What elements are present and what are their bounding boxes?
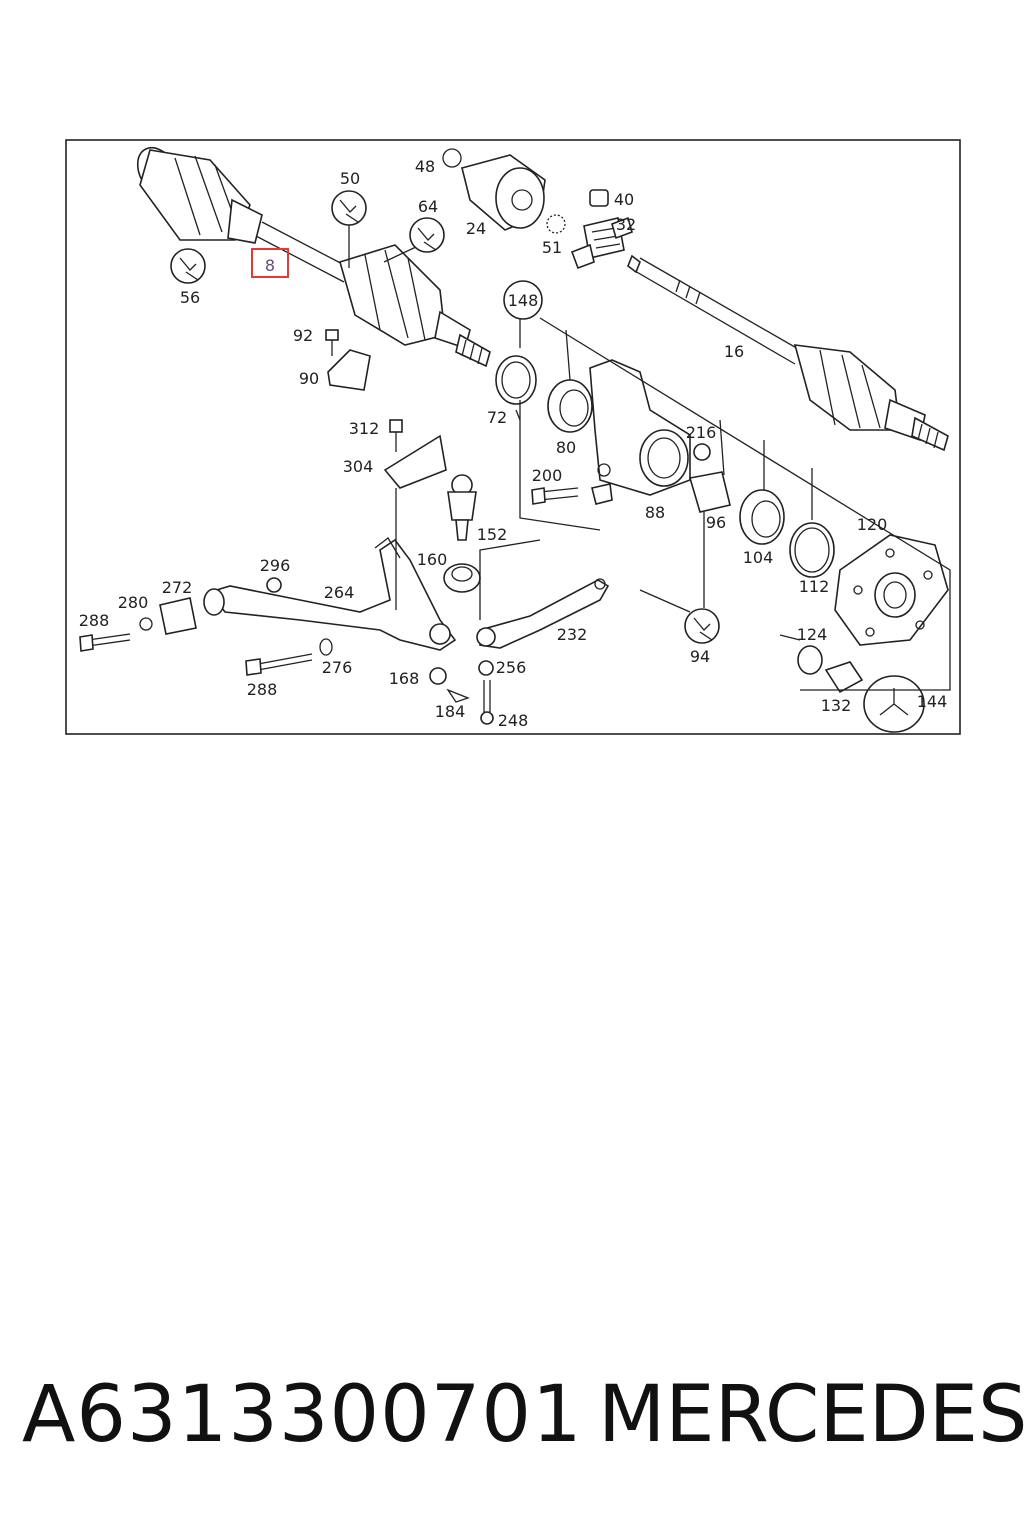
label-304: 304 bbox=[343, 457, 374, 476]
caption: A6313300701 MERCEDES bbox=[0, 1370, 1024, 1480]
wrench-icon bbox=[331, 190, 367, 226]
label-280: 280 bbox=[118, 593, 149, 612]
label-112: 112 bbox=[799, 577, 830, 596]
label-200: 200 bbox=[532, 466, 563, 485]
label-64: 64 bbox=[418, 197, 438, 216]
axle-shaft-8 bbox=[136, 146, 491, 368]
label-272: 272 bbox=[162, 578, 193, 597]
wrench-icon bbox=[409, 217, 445, 253]
leader-lines bbox=[348, 225, 951, 691]
label-264: 264 bbox=[324, 583, 355, 602]
label-312: 312 bbox=[349, 419, 380, 438]
label-24: 24 bbox=[466, 219, 486, 238]
steering-knuckle-88 bbox=[589, 359, 691, 505]
bracket-90 bbox=[325, 329, 371, 391]
label-120: 120 bbox=[857, 515, 888, 534]
parts-exploded-diagram: 8 48 50 64 24 51 40 32 56 148 16 92 90 7… bbox=[65, 139, 961, 735]
part-number: A6313300701 bbox=[22, 1370, 583, 1460]
label-50: 50 bbox=[340, 169, 360, 188]
label-160: 160 bbox=[417, 550, 448, 569]
label-96: 96 bbox=[706, 513, 726, 532]
label-276: 276 bbox=[322, 658, 353, 677]
label-288a: 288 bbox=[79, 611, 110, 630]
label-184: 184 bbox=[435, 702, 466, 721]
label-32: 32 bbox=[616, 215, 636, 234]
label-90: 90 bbox=[299, 369, 319, 388]
label-40: 40 bbox=[614, 190, 634, 209]
label-132: 132 bbox=[821, 696, 852, 715]
label-288b: 288 bbox=[247, 680, 278, 699]
ball-joint-152 bbox=[383, 419, 494, 725]
label-144: 144 bbox=[917, 692, 948, 711]
label-80: 80 bbox=[556, 438, 576, 457]
label-124: 124 bbox=[797, 625, 828, 644]
label-152: 152 bbox=[477, 525, 508, 544]
label-51: 51 bbox=[542, 238, 562, 257]
tie-rod-232 bbox=[476, 487, 610, 649]
label-88: 88 bbox=[645, 503, 665, 522]
joint-parts bbox=[442, 148, 633, 270]
label-148: 148 bbox=[508, 291, 539, 310]
wrench-icon bbox=[170, 248, 206, 284]
label-48: 48 bbox=[415, 157, 435, 176]
control-arm-264 bbox=[79, 537, 457, 676]
label-72: 72 bbox=[487, 408, 507, 427]
label-232: 232 bbox=[557, 625, 588, 644]
label-248: 248 bbox=[498, 711, 529, 730]
highlight-box bbox=[251, 248, 289, 278]
bearing-rings bbox=[495, 355, 835, 578]
wrench-icon bbox=[684, 608, 720, 644]
part-148-callout bbox=[503, 280, 543, 320]
label-256: 256 bbox=[496, 658, 527, 677]
brand-name: MERCEDES bbox=[598, 1370, 1024, 1460]
diagram-frame bbox=[65, 139, 961, 735]
label-92: 92 bbox=[293, 326, 313, 345]
label-168: 168 bbox=[389, 669, 420, 688]
label-216: 216 bbox=[686, 423, 717, 442]
label-104: 104 bbox=[743, 548, 774, 567]
label-8: 8 bbox=[265, 256, 275, 275]
label-296: 296 bbox=[260, 556, 291, 575]
drive-shaft-16 bbox=[627, 254, 949, 452]
label-94: 94 bbox=[690, 647, 710, 666]
label-16: 16 bbox=[724, 342, 744, 361]
label-56: 56 bbox=[180, 288, 200, 307]
